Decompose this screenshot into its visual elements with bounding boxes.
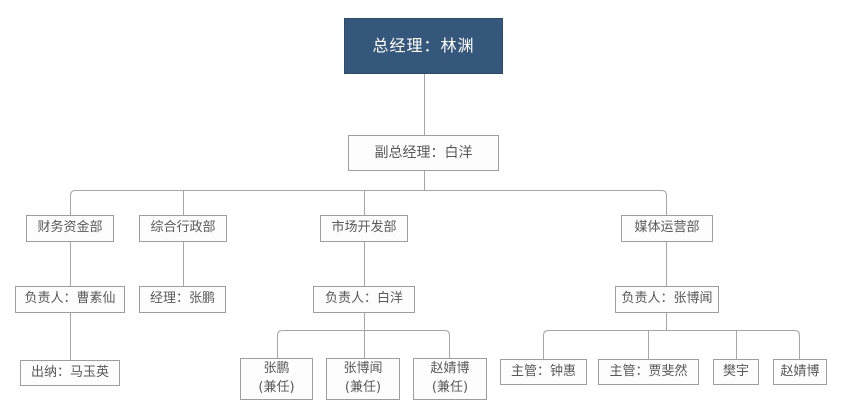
node-market-lead: 负责人：白洋 <box>313 286 415 313</box>
node-market-staff-1: 张鹏 (兼任) <box>240 358 313 400</box>
node-dept-finance: 财务资金部 <box>26 215 114 242</box>
node-media-lead: 负责人：张博闻 <box>615 286 719 313</box>
node-media-staff-1: 主管：钟惠 <box>500 359 587 385</box>
node-market-staff-3: 赵婧博 (兼任) <box>413 358 487 400</box>
node-media-staff-3: 樊宇 <box>713 359 759 385</box>
node-dept-media-operations: 媒体运营部 <box>621 215 713 242</box>
node-dept-market-development: 市场开发部 <box>320 215 408 242</box>
node-deputy-general-manager: 副总经理：白洋 <box>348 135 499 171</box>
node-dept-administration: 综合行政部 <box>139 215 227 242</box>
node-media-staff-2: 主管：贾斐然 <box>598 359 699 385</box>
node-media-staff-4: 赵婧博 <box>773 359 827 385</box>
node-market-staff-2: 张博闻 (兼任) <box>326 358 400 400</box>
node-finance-lead: 负责人：曹素仙 <box>15 286 125 313</box>
node-general-manager: 总经理：林渊 <box>344 18 503 74</box>
node-finance-cashier: 出纳：马玉英 <box>20 360 120 386</box>
node-administration-manager: 经理：张鹏 <box>139 286 226 313</box>
